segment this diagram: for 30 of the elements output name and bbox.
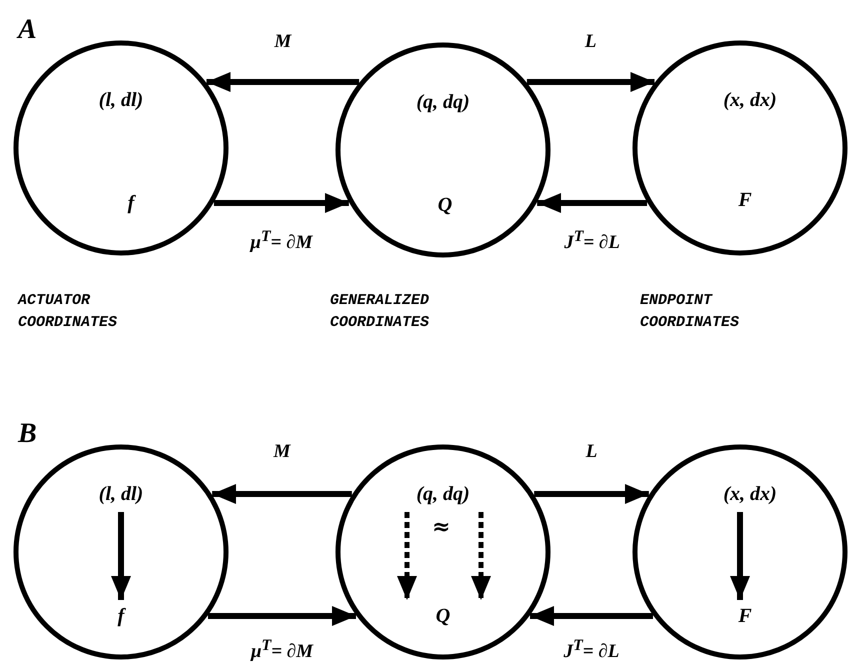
variable-label: (q, dq) (383, 480, 503, 508)
variable-label: (q, dq) (383, 88, 503, 116)
arrow (208, 606, 356, 626)
variable-label: (x, dx) (690, 480, 810, 508)
axis-caption: ENDPOINT COORDINATES (640, 291, 740, 333)
panel-letter: A (18, 14, 37, 46)
arrow (534, 484, 649, 504)
axis-caption: GENERALIZED COORDINATES (330, 291, 430, 333)
approx-symbol: ≈ (432, 514, 450, 540)
arrow (212, 484, 352, 504)
arrow (730, 512, 750, 600)
variable-label: f (71, 189, 191, 217)
variable-label: (l, dl) (61, 480, 181, 508)
arrow (206, 72, 360, 92)
variable-label: (x, dx) (690, 86, 810, 114)
arrow (471, 512, 491, 600)
arrow (111, 512, 131, 600)
arrow (397, 512, 417, 600)
variable-label: Q (385, 191, 505, 219)
variable-label: Q (383, 602, 503, 630)
variable-label: (l, dl) (61, 86, 181, 114)
panel-letter: B (18, 418, 37, 450)
variable-label: F (685, 186, 805, 214)
axis-caption: ACTUATOR COORDINATES (18, 291, 118, 333)
arrow (530, 606, 653, 626)
arrow (526, 72, 655, 92)
variable-label: F (685, 602, 805, 630)
arrow (537, 193, 648, 213)
arrow (214, 193, 349, 213)
variable-label: f (61, 602, 181, 630)
